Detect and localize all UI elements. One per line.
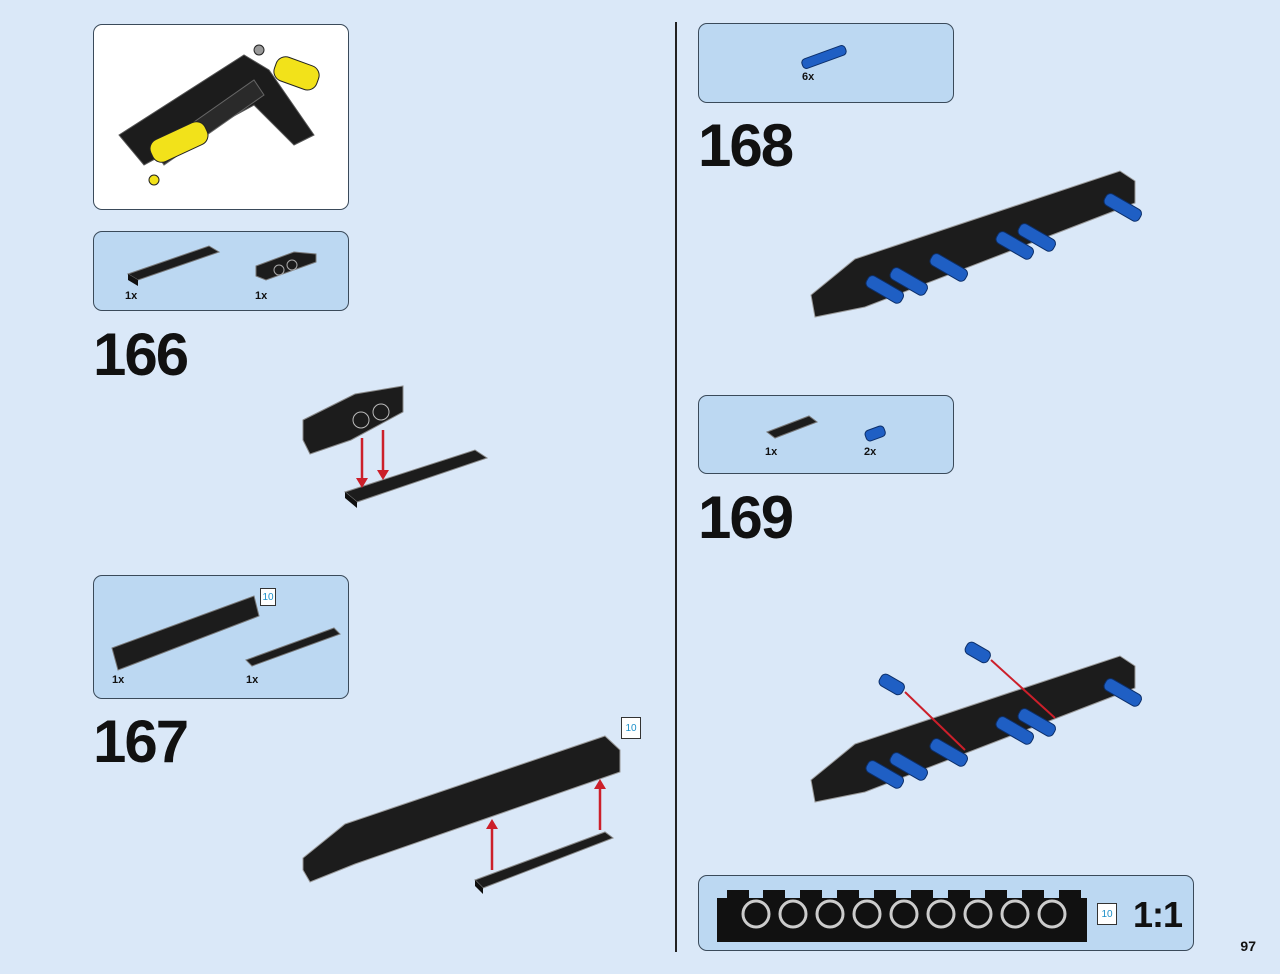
step-166-part-2-qty: 1x [255, 290, 268, 302]
step-167-parts-box: 10 1x 1x [93, 575, 349, 699]
step-169-part-2-qty: 2x [864, 446, 877, 458]
step-167-part-length-badge: 10 [260, 588, 276, 606]
step-168-number: 168 [698, 112, 794, 179]
step-166-parts-box: 1x 1x [93, 231, 349, 311]
page-number: 97 [1240, 938, 1256, 954]
step-169-assembly [810, 641, 1142, 803]
step-169-number: 169 [698, 484, 794, 551]
plate-1x6-icon [126, 245, 317, 286]
beam-1x10-scale-illustration [717, 890, 1087, 942]
step-167-part-2-qty: 1x [246, 674, 259, 686]
beam-and-plate-icons [111, 595, 341, 671]
scale-length-badge: 10 [1097, 903, 1117, 925]
step-169-parts-box: 1x 2x [698, 395, 954, 474]
step-168-assembly [810, 170, 1142, 318]
page-divider [675, 22, 677, 952]
step-168-part-1-qty: 6x [802, 71, 815, 83]
subassembly-illustration [118, 44, 320, 186]
step-168-parts-box: 6x [698, 23, 954, 103]
step-167-assembly [302, 735, 621, 894]
blue-pin-icon [801, 45, 847, 69]
scale-box: 10 1:1 [698, 875, 1194, 951]
step-166-number: 166 [93, 321, 189, 388]
plate-and-pin-icons [765, 415, 886, 442]
step-169-part-1-qty: 1x [765, 446, 778, 458]
step-167-part-1-qty: 1x [112, 674, 125, 686]
step-166-part-1-qty: 1x [125, 290, 138, 302]
step-166-assembly [302, 385, 489, 508]
step-167-model-length-badge: 10 [621, 717, 641, 739]
step-167-number: 167 [93, 708, 189, 775]
subassembly-preview-box [93, 24, 349, 210]
scale-label: 1:1 [1133, 894, 1183, 935]
